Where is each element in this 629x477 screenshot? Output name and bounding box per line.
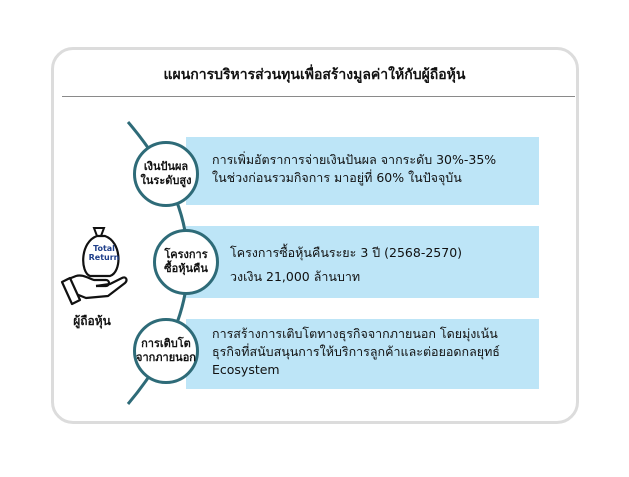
- pillar-band-3: [186, 319, 539, 389]
- pillar-label: เงินปันผล ในระดับสูง: [140, 160, 192, 187]
- diagram-title: แผนการบริหารส่วนทุนเพื่อสร้างมูลค่าให้กั…: [163, 67, 466, 83]
- description-line: โครงการซื้อหุ้นคืนระยะ 3 ปี (2568-2570): [230, 245, 463, 260]
- pillar-band-2: [186, 226, 539, 298]
- description-line: การเพิ่มอัตราการจ่ายเงินปันผล จากระดับ 3…: [212, 152, 497, 167]
- pillar-circle-growth: การเติบโต จากภายนอก: [133, 318, 199, 384]
- description-line: ธุรกิจที่สนับสนุนการให้บริการลูกค้าและต่…: [212, 344, 500, 360]
- pillar-description: การสร้างการเติบโตทางธุรกิจจากภายนอก โดยม…: [212, 325, 500, 379]
- money-bag-in-hand-icon: [60, 227, 128, 306]
- shareholder-label: ผู้ถือหุ้น: [73, 314, 111, 328]
- pillar-description: การเพิ่มอัตราการจ่ายเงินปันผล จากระดับ 3…: [212, 151, 496, 187]
- title-divider: [62, 96, 575, 97]
- description-line: Ecosystem: [212, 362, 280, 378]
- pillar-band-1: [186, 137, 539, 205]
- pillar-label: โครงการ ซื้อหุ้นคืน: [164, 248, 208, 275]
- pillar-circle-dividend: เงินปันผล ในระดับสูง: [133, 141, 199, 207]
- bag-caption: Total Return: [86, 244, 122, 263]
- pillar-circle-buyback: โครงการ ซื้อหุ้นคืน: [153, 229, 219, 295]
- description-line: วงเงิน 21,000 ล้านบาท: [230, 268, 361, 284]
- description-line: การสร้างการเติบโตทางธุรกิจจากภายนอก โดยม…: [212, 326, 498, 341]
- bag-text-line: Total: [93, 244, 115, 253]
- pillar-label: การเติบโต จากภายนอก: [136, 337, 196, 364]
- description-line: ในช่วงก่อนรวมกิจการ มาอยู่ที่ 60% ในปัจจ…: [212, 170, 462, 186]
- bag-text-line: Return: [88, 252, 120, 262]
- pillar-description: โครงการซื้อหุ้นคืนระยะ 3 ปี (2568-2570) …: [230, 241, 462, 289]
